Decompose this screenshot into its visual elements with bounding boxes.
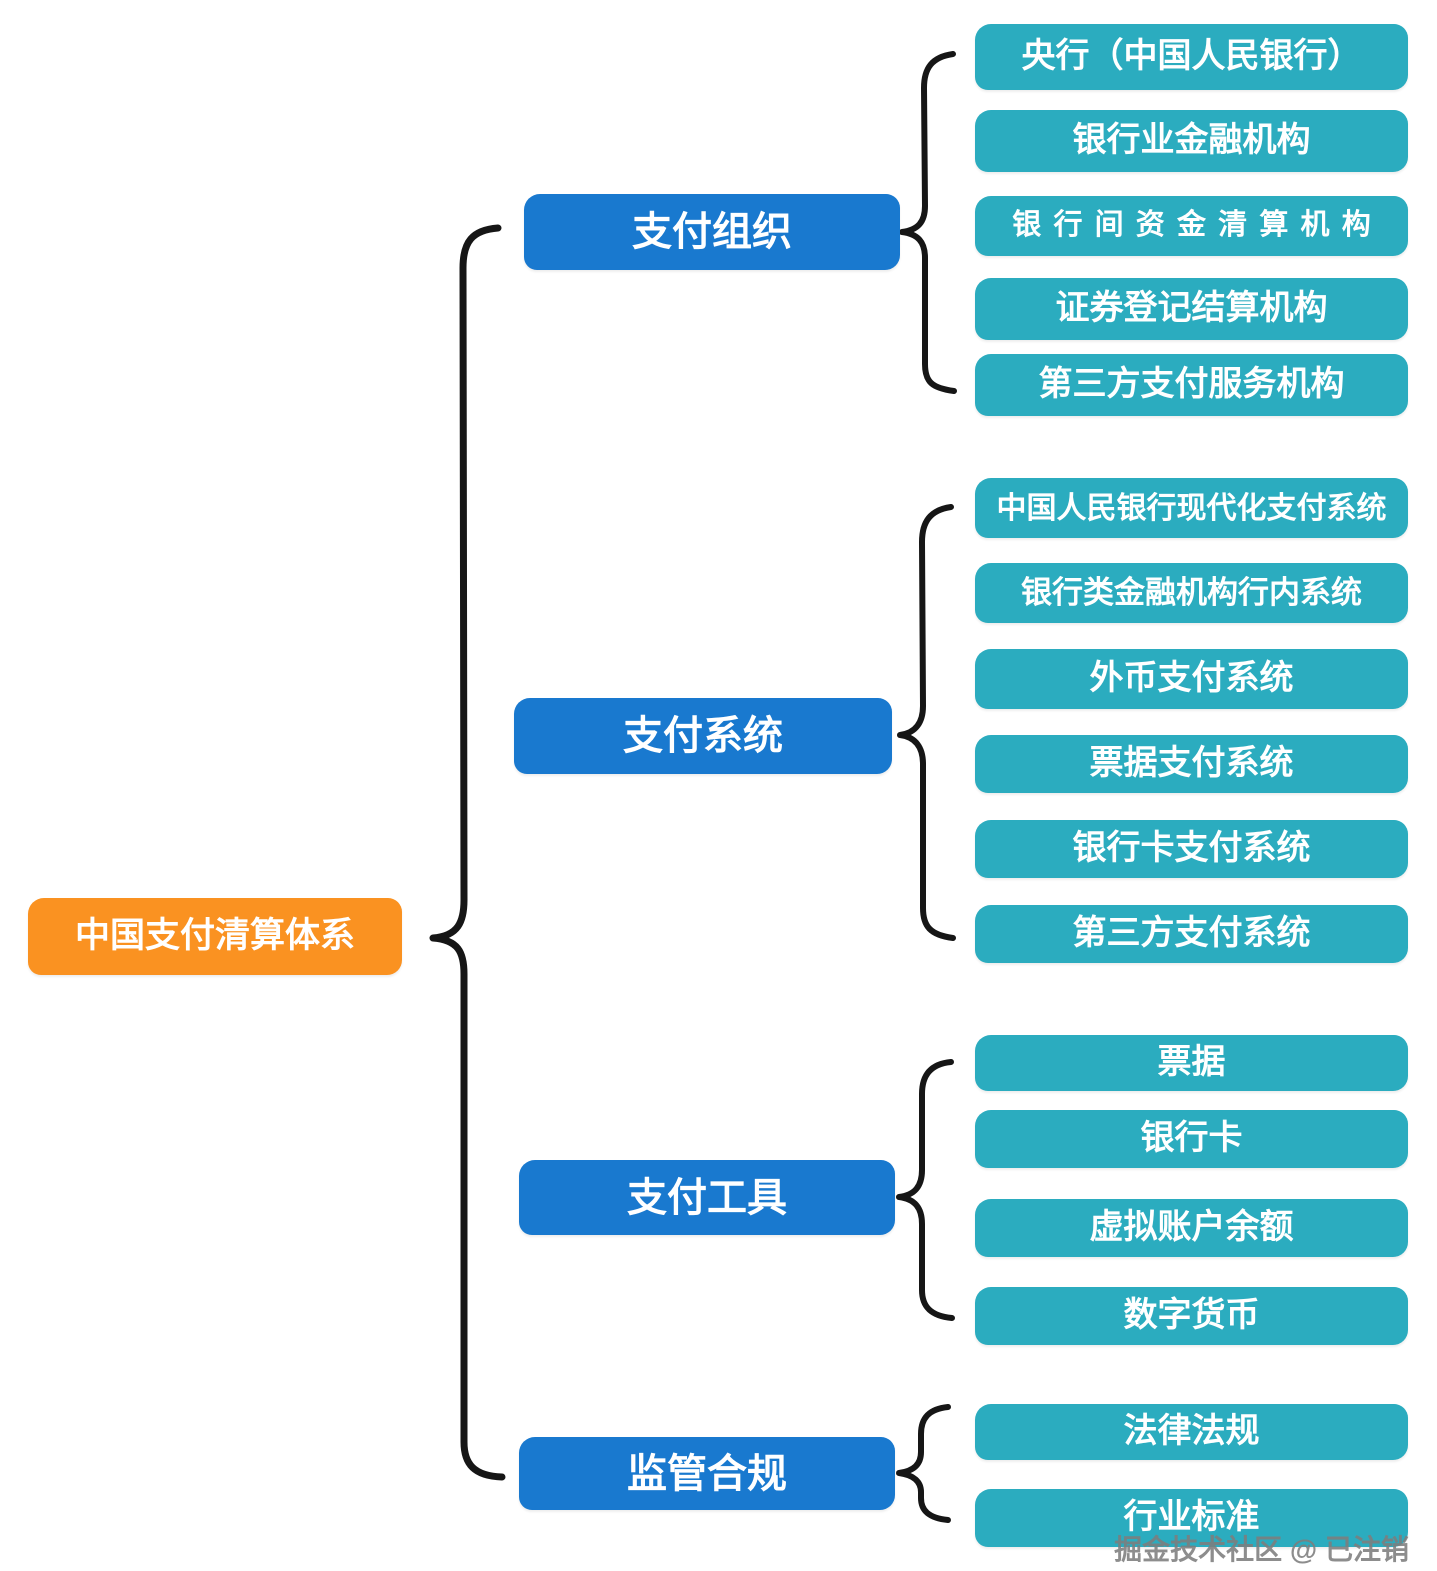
leaf-node: 银行卡支付系统 [975,820,1408,878]
leaf-node: 虚拟账户余额 [975,1199,1408,1257]
brace-regulatory-compliance [896,1404,951,1523]
leaf-node: 行业标准 [975,1489,1408,1547]
leaf-node: 票据支付系统 [975,735,1408,793]
watermark: 掘金技术社区 @ 已注销 [1114,1534,1409,1565]
leaf-node: 银行间资金清算机构 [975,196,1408,256]
leaf-node: 中国人民银行现代化支付系统 [975,478,1408,538]
branch-node-payment-systems: 支付系统 [514,698,892,774]
brace-payment-organizations [899,51,957,394]
branch-node-regulatory-compliance: 监管合规 [519,1437,895,1510]
leaf-node: 第三方支付系统 [975,905,1408,963]
root-node: 中国支付清算体系 [28,898,402,975]
brace-root [429,224,506,1481]
branch-node-payment-organizations: 支付组织 [524,194,900,270]
leaf-node: 央行（中国人民银行） [975,24,1408,90]
leaf-node: 证券登记结算机构 [975,278,1408,340]
leaf-node: 外币支付系统 [975,649,1408,709]
leaf-node: 银行业金融机构 [975,110,1408,172]
leaf-node: 银行类金融机构行内系统 [975,563,1408,623]
brace-payment-systems [897,504,956,941]
leaf-node: 法律法规 [975,1404,1408,1460]
leaf-node: 数字货币 [975,1287,1408,1345]
branch-node-payment-instruments: 支付工具 [519,1160,895,1235]
brace-payment-instruments [896,1059,955,1321]
leaf-node: 第三方支付服务机构 [975,354,1408,416]
leaf-node: 票据 [975,1035,1408,1091]
leaf-node: 银行卡 [975,1110,1408,1168]
